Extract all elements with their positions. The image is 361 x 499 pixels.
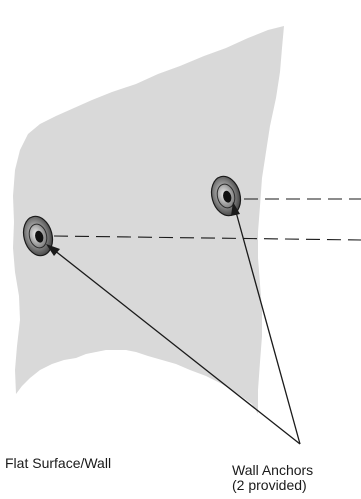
anchors-label-line2: (2 provided) — [232, 478, 313, 493]
wall-surface — [13, 26, 284, 414]
anchors-label: Wall Anchors (2 provided) — [232, 463, 313, 493]
anchors-label-line1: Wall Anchors — [232, 463, 313, 478]
wall-label: Flat Surface/Wall — [5, 456, 111, 471]
